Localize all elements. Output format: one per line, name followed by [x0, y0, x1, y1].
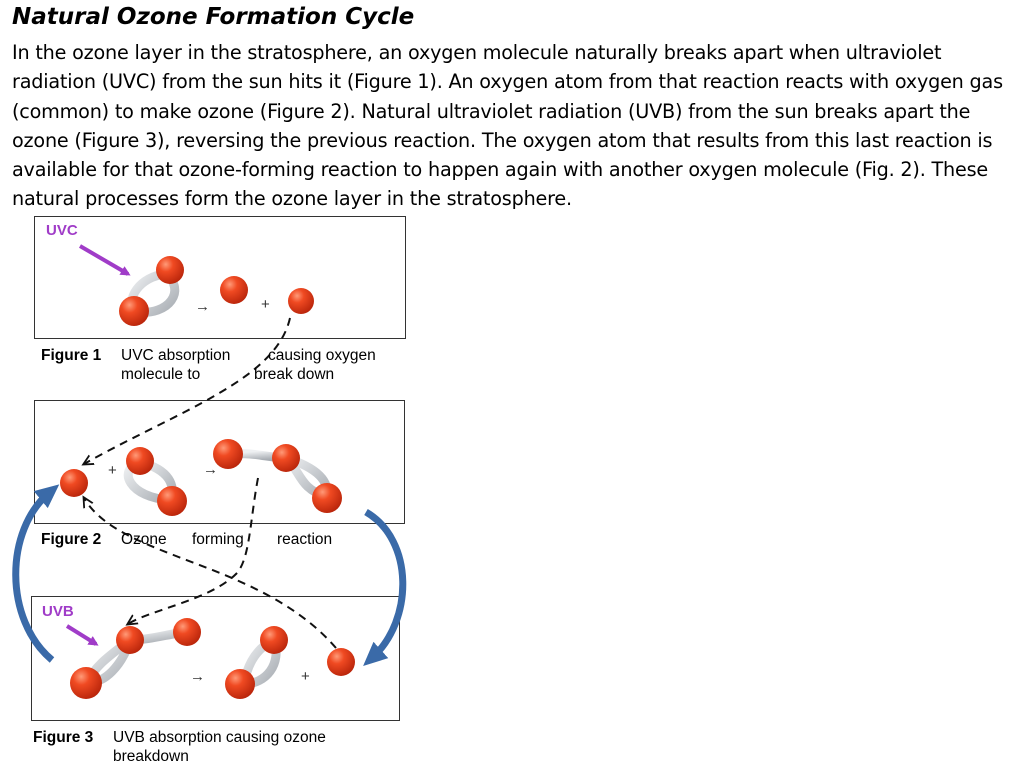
figure-2-caption-text-3: reaction — [277, 531, 333, 548]
figure-3-oxygen-molecule — [225, 626, 288, 699]
figure-2-plus-sign: + — [108, 462, 117, 479]
figure-1-caption-text-2: molecule to — [121, 366, 201, 383]
figure-1-oxygen-atom-b — [288, 288, 314, 314]
dashed-path-fig3-to-fig2 — [84, 498, 337, 649]
figure-1-oxygen-molecule — [119, 256, 184, 326]
figure-3-plus-sign: + — [301, 668, 310, 685]
figure-1-reaction-arrow: → — [195, 298, 210, 315]
figure-1-caption-text-4: break down — [254, 366, 335, 383]
page-title: Natural Ozone Formation Cycle — [12, 4, 415, 30]
figure-3-caption-text-2: breakdown — [113, 748, 189, 765]
figure-2-caption-label: Figure 2 — [41, 531, 102, 548]
figure-3-reaction-arrow: → — [190, 668, 205, 685]
figure-1-box — [34, 216, 406, 339]
dashed-path-fig1-to-fig2 — [84, 317, 291, 464]
figure-3-oxygen-atom — [327, 648, 355, 676]
figure-2-oxygen-molecule — [123, 447, 187, 516]
figure-1-uv-label: UVC — [46, 222, 78, 239]
figure-1-caption-text-1: UVC absorption — [121, 347, 231, 364]
figure-1-plus-sign: + — [261, 296, 270, 313]
intro-paragraph: In the ozone layer in the stratosphere, … — [12, 41, 1003, 211]
figure-3-uvb-arrow — [65, 624, 99, 646]
blue-cycle-arrow-right — [363, 508, 407, 667]
figure-1-caption-text-3: causing oxygen — [268, 347, 376, 364]
figure-1-caption-label: Figure 1 — [41, 347, 102, 364]
figure-2-reaction-arrow: → — [203, 461, 218, 478]
figure-3-uv-label: UVB — [42, 603, 74, 620]
figure-3-ozone-molecule — [70, 618, 201, 699]
figure-3-caption-label: Figure 3 — [33, 729, 94, 746]
figure-2-ozone-molecule — [213, 439, 342, 513]
figure-1-oxygen-atom-a — [220, 276, 248, 304]
dashed-path-fig2-to-fig3 — [128, 477, 259, 624]
figure-3-caption-text-1: UVB absorption causing ozone — [113, 729, 326, 746]
blue-cycle-arrow-left — [12, 484, 60, 663]
figure-2-caption-text-2: forming — [192, 531, 244, 548]
figure-1-uvc-arrow — [78, 244, 131, 276]
figure-2-oxygen-atom — [60, 469, 88, 497]
figure-2-caption-text-1: Ozone — [121, 531, 167, 548]
